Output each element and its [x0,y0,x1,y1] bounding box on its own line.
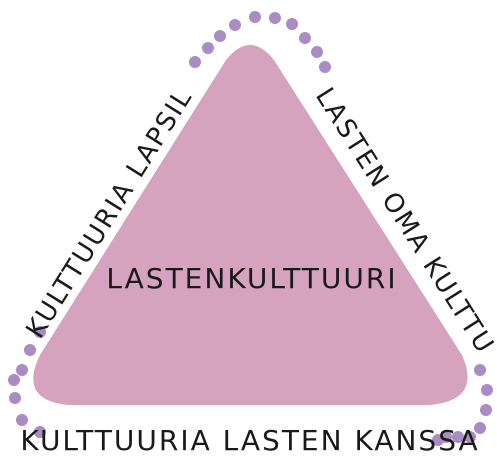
border-dot [319,61,331,73]
border-dot [9,392,21,404]
border-dot [229,19,241,31]
border-dot [480,404,492,416]
border-dot [24,344,36,356]
border-dot [481,384,493,396]
border-dot [311,46,323,58]
border-dot [214,30,226,42]
border-dot [202,42,214,54]
border-dot [16,364,28,376]
center-label: LASTENKULTTUURI [106,262,397,295]
border-dot [269,12,281,24]
border-dot [8,374,20,386]
border-dot [474,364,486,376]
border-dot [189,56,201,68]
bottom-label: KULTTUURIA LASTEN KANSSA [20,424,479,457]
border-dot [249,11,261,23]
border-dot [299,32,311,44]
border-dot [286,18,298,30]
